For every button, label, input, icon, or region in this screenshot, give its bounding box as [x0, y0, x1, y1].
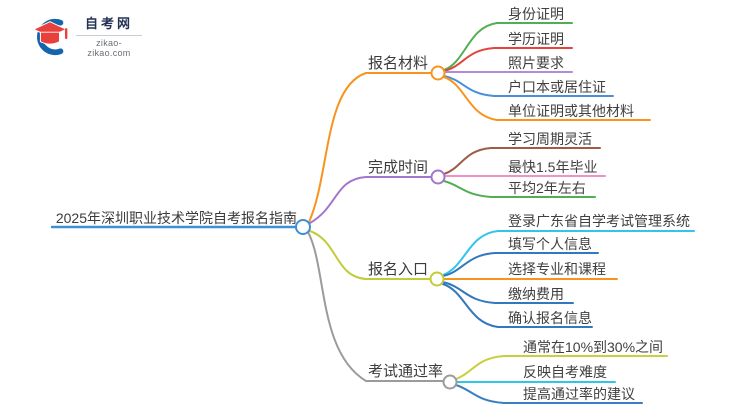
branch-node-label: 报名入口 [367, 261, 428, 278]
subtopic-connector [443, 76, 651, 121]
subtopic-label: 登录广东省自学考试管理系统 [508, 213, 690, 229]
subtopic-label: 反映自考难度 [523, 364, 607, 380]
branch-node-label: 完成时间 [367, 159, 428, 176]
subtopic-label: 身份证明 [508, 6, 564, 22]
site-logo: 自考网 zikao-zikao.com [28, 13, 142, 58]
subtopic-label: 单位证明或其他材料 [508, 103, 634, 119]
branch-node-circle [430, 65, 446, 81]
subtopic-label: 最快1.5年毕业 [508, 159, 598, 175]
subtopic-connector [455, 384, 643, 404]
subtopic-label: 填写个人信息 [508, 236, 592, 252]
root-node-label: 2025年深圳职业技术学院自考报名指南 [55, 210, 297, 226]
subtopic-connector [442, 283, 593, 328]
subtopic-label: 缴纳费用 [508, 286, 564, 302]
graduation-cap-icon [32, 18, 68, 55]
subtopic-connector [443, 47, 573, 72]
branch-node-circle [430, 169, 446, 185]
logo-divider [76, 35, 142, 36]
subtopic-connector [442, 252, 599, 277]
subtopic-label: 学习周期灵活 [508, 131, 592, 147]
site-domain: zikao-zikao.com [87, 38, 131, 58]
subtopic-connector [455, 355, 668, 380]
branch-connector [309, 176, 432, 224]
root-node-circle [295, 219, 311, 235]
branch-node-circle [429, 271, 445, 287]
subtopic-label: 选择专业和课程 [508, 261, 606, 277]
subtopic-label: 照片要求 [508, 55, 564, 71]
subtopic-label: 确认报名信息 [508, 310, 592, 326]
site-name: 自考网 [84, 16, 133, 31]
branch-connector [309, 230, 431, 280]
branch-connector [308, 72, 432, 223]
branch-connector [307, 231, 444, 382]
subtopic-label: 户口本或居住证 [508, 79, 606, 95]
subtopic-connector [443, 22, 573, 71]
subtopic-connector [442, 230, 695, 276]
subtopic-connector [443, 180, 596, 198]
branch-node-label: 考试通过率 [367, 363, 443, 380]
branch-node-circle [442, 374, 458, 390]
subtopic-connector [443, 75, 614, 97]
subtopic-connector [443, 147, 601, 175]
subtopic-label: 通常在10%到30%之间 [523, 339, 664, 355]
subtopic-label: 学历证明 [508, 31, 564, 47]
subtopic-connector [442, 281, 574, 304]
branch-node-label: 报名材料 [367, 55, 428, 72]
subtopic-label: 提高通过率的建议 [523, 386, 635, 402]
subtopic-label: 平均2年左右 [508, 180, 586, 196]
